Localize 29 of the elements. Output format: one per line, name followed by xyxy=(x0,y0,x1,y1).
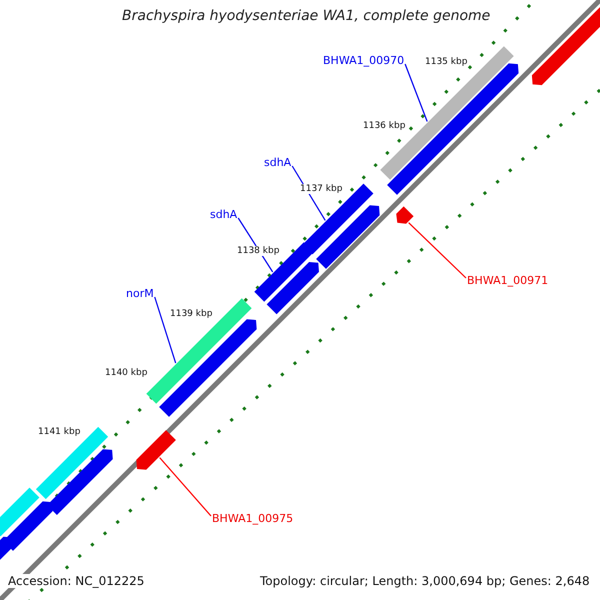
gene-bar xyxy=(266,262,319,314)
title: Brachyspira hyodysenteriae WA1, complete genome xyxy=(122,8,490,24)
gene-bar xyxy=(159,319,257,417)
gene-label: BHWA1_00971 xyxy=(467,274,548,287)
scale-label: 1135 kbp xyxy=(425,57,468,67)
leader-line xyxy=(154,296,176,364)
footer-text: Accession: NC_012225 xyxy=(8,574,144,588)
leader-line xyxy=(404,64,428,122)
gene-label: BHWA1_00975 xyxy=(212,512,294,525)
gene-bar xyxy=(0,488,40,536)
gene-bar xyxy=(146,298,252,404)
scale-label: 1139 kbp xyxy=(170,309,212,319)
scale-label: 1137 kbp xyxy=(300,184,342,194)
gene-bar xyxy=(316,205,380,269)
gene-bar xyxy=(396,206,414,224)
gene-bar xyxy=(36,426,108,500)
gene-label: sdhA xyxy=(210,208,238,221)
scale-label: 1136 kbp xyxy=(363,121,406,131)
gene-label: BHWA1_00970 xyxy=(323,54,404,67)
scale-label: 1141 kbp xyxy=(38,427,80,437)
scale-label: 1138 kbp xyxy=(237,246,280,256)
gene-label: sdhA xyxy=(264,156,292,169)
leader-line xyxy=(408,222,466,278)
scale-label: 1140 kbp xyxy=(105,368,148,378)
gene-bar xyxy=(136,430,176,470)
gene-label: norM xyxy=(126,287,154,300)
footer-text: Topology: circular; Length: 3,000,694 bp; Genes: 2,648 xyxy=(260,574,590,588)
gene-bar xyxy=(302,184,374,254)
leader-line xyxy=(159,457,212,516)
